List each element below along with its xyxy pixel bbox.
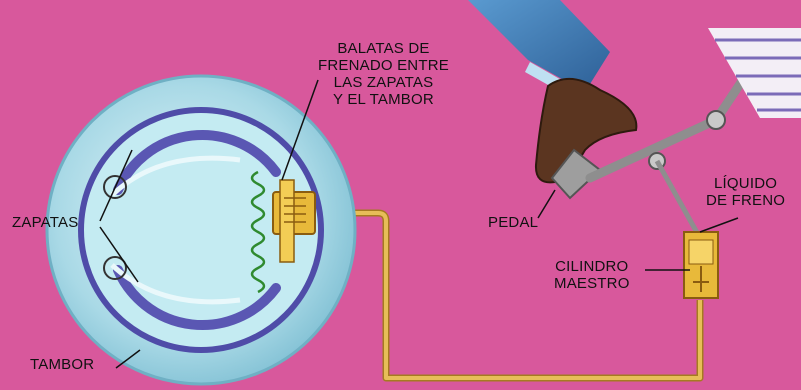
label-pedal: PEDAL [488,214,539,231]
leader-lines [99,79,739,369]
shoe-icon [468,0,638,184]
brake-drum-icon [45,74,357,386]
label-liquido: LÍQUIDO DE FRENO [706,175,786,209]
master-cylinder-icon [683,231,719,299]
brake-line [312,209,704,382]
label-cilindro: CILINDRO MAESTRO [554,258,630,292]
label-balatas: BALATAS DE FRENADO ENTRE LAS ZAPATAS Y E… [318,40,449,108]
label-tambor: TAMBOR [30,356,95,373]
pedal-icon [550,67,753,240]
floor-panel [708,28,801,118]
label-zapatas: ZAPATAS [12,214,79,231]
